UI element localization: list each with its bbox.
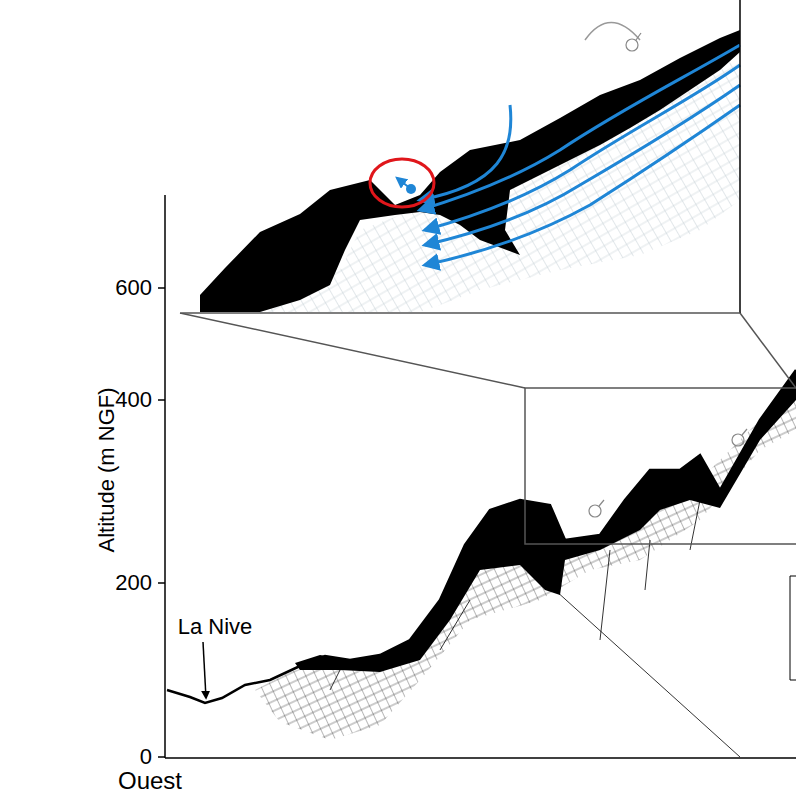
ground-profile: [167, 370, 796, 703]
inset: [180, 0, 740, 313]
spring-symbols: [589, 429, 747, 517]
axis-tick: 200: [115, 572, 152, 594]
highlight-circle: [370, 159, 434, 207]
direction-label: Ouest: [118, 769, 182, 793]
axis-tick: 0: [140, 746, 152, 768]
rock-band: [295, 370, 796, 672]
flow-arrows: [420, 45, 740, 265]
zoom-frame: [180, 313, 796, 544]
borehole-lines: [330, 500, 740, 757]
inset-rock-band: [200, 30, 740, 312]
axis-tick: 600: [115, 277, 152, 299]
legend-frame: [790, 576, 796, 680]
river-name: La Nive: [178, 616, 253, 638]
river-pointer: [203, 642, 206, 698]
axis-tick: 400: [115, 389, 152, 411]
axis-title: Altitude (m NGF): [96, 387, 118, 552]
